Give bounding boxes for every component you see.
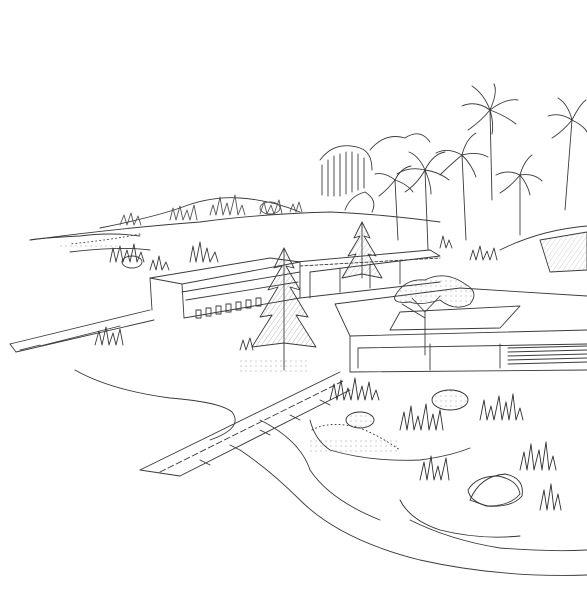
far-bushes — [119, 194, 303, 226]
weeping-tree — [319, 133, 431, 213]
pavilion-windows — [195, 297, 262, 319]
left-boardwalk — [9, 309, 155, 353]
left-shrubs — [94, 241, 254, 351]
foreground-vegetation — [311, 377, 562, 538]
right-hill-plantings — [439, 225, 587, 273]
foreground-rock — [467, 475, 521, 507]
courtyard-tree — [394, 275, 475, 356]
stippled-ground — [60, 242, 400, 454]
palm-trees — [374, 83, 587, 251]
main-boardwalk — [139, 371, 351, 477]
conifer-tree — [251, 221, 383, 371]
ground-contours — [74, 369, 587, 576]
